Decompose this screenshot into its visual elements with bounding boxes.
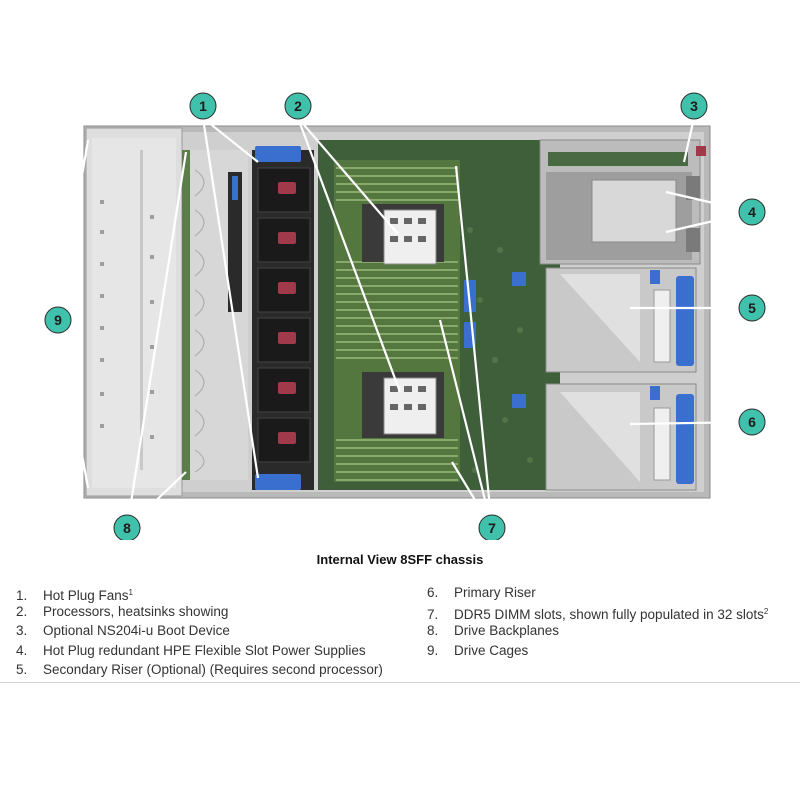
legend-text: Drive Backplanes (454, 623, 560, 639)
legend-text: Drive Cages (454, 642, 529, 658)
legend-text: DDR5 DIMM slots, shown fully populated i… (454, 607, 764, 623)
legend-item: 3. Optional NS204i-u Boot Device (16, 621, 383, 640)
svg-text:8: 8 (123, 520, 131, 536)
legend-left-column: 1. Hot Plug Fans1 2. Processors, heatsinks… (16, 583, 383, 679)
svg-text:1: 1 (199, 98, 207, 114)
drive-backplane (182, 150, 248, 480)
legend-number: 2. (16, 604, 28, 620)
callout-badge-8: 8 (113, 514, 141, 540)
legend-item: 4. Hot Plug redundant HPE Flexible Slot P… (16, 641, 383, 660)
svg-text:3: 3 (690, 98, 698, 114)
callout-badge-7: 7 (478, 514, 506, 540)
legend-number: 3. (16, 623, 28, 639)
figure-caption: Internal View 8SFF chassis (316, 552, 484, 567)
legend-text: Hot Plug Fans (43, 588, 129, 603)
server-internal-view-diagram: 1 2 3 4 5 6 7 8 9 (44, 92, 766, 540)
callout-badge-6: 6 (738, 408, 766, 436)
divider (0, 682, 800, 683)
power-supply-bay (539, 139, 706, 265)
legend-item: 6. Primary Riser (427, 583, 768, 602)
callout-badge-3: 3 (680, 92, 708, 120)
drive-cage (85, 127, 183, 497)
callout-badge-2: 2 (284, 92, 312, 120)
legend-item: 2. Processors, heatsinks showing (16, 602, 383, 621)
svg-text:6: 6 (748, 414, 756, 430)
svg-text:5: 5 (748, 300, 756, 316)
fan-bank (252, 146, 314, 490)
callout-badge-1: 1 (189, 92, 217, 120)
callout-badge-9: 9 (44, 306, 72, 334)
svg-text:9: 9 (54, 312, 62, 328)
primary-riser (545, 383, 697, 491)
legend-number: 8. (427, 623, 439, 639)
legend-number: 4. (16, 642, 28, 658)
callout-badge-4: 4 (738, 198, 766, 226)
legend-item: 8. Drive Backplanes (427, 621, 768, 640)
legend-number: 7. (427, 607, 439, 623)
legend-item: 9. Drive Cages (427, 641, 768, 660)
legend-number: 1. (16, 588, 28, 603)
legend-number: 9. (427, 642, 439, 658)
legend-text: Hot Plug redundant HPE Flexible Slot Pow… (43, 642, 366, 658)
processor-heatsinks (362, 204, 444, 438)
legend-text: Secondary Riser (Optional) (Requires sec… (43, 661, 383, 677)
footnote-marker: 2 (763, 607, 769, 617)
svg-text:7: 7 (488, 520, 496, 536)
svg-text:4: 4 (748, 204, 756, 220)
svg-text:2: 2 (294, 98, 302, 114)
legend-number: 5. (16, 661, 28, 677)
legend-item: 5. Secondary Riser (Optional) (Requires s… (16, 660, 383, 679)
secondary-riser (545, 267, 697, 373)
legend-item: 7. DDR5 DIMM slots, shown fully populated… (427, 602, 769, 623)
legend-right-column: 6. Primary Riser 7. DDR5 DIMM slots, shown… (427, 583, 768, 660)
legend-text: Optional NS204i-u Boot Device (43, 623, 230, 639)
callout-leader-lines (56, 117, 753, 529)
callout-badge-5: 5 (738, 294, 766, 322)
footnote-marker: 1 (128, 588, 133, 597)
legend-text: Processors, heatsinks showing (43, 604, 229, 620)
legend-text: Primary Riser (454, 585, 536, 600)
legend-item: 1. Hot Plug Fans1 (16, 583, 383, 603)
legend-number: 6. (427, 585, 439, 600)
